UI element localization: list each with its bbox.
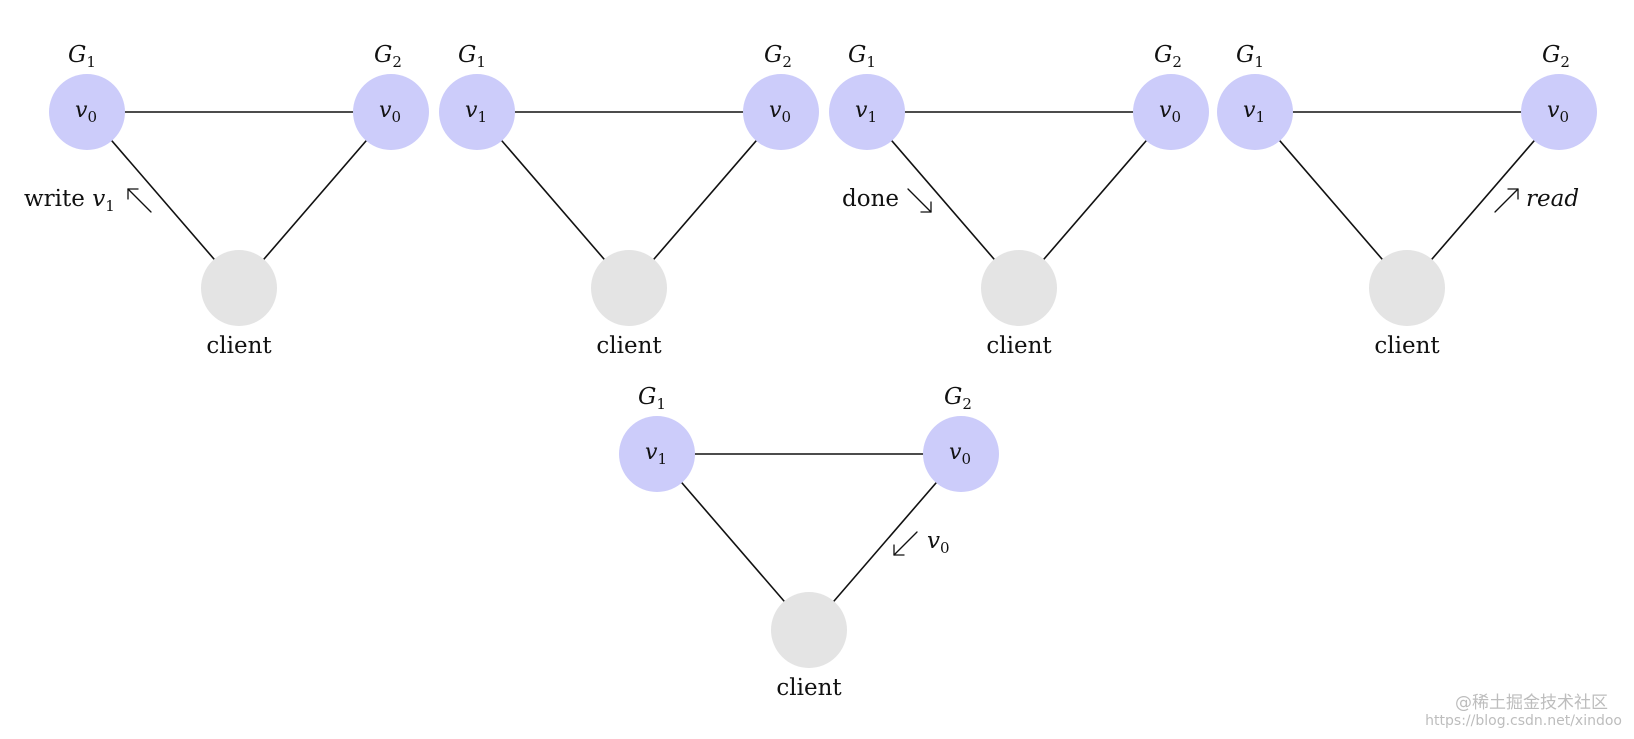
- client-label: client: [596, 333, 662, 359]
- client-node: [771, 592, 847, 668]
- server-node-g2: [743, 74, 819, 150]
- g2-value: v0: [379, 98, 401, 126]
- g2-value: v0: [1547, 98, 1569, 126]
- server-node-g1: [49, 74, 125, 150]
- server-node-g1: [1217, 74, 1293, 150]
- server-node-g2: [353, 74, 429, 150]
- arrow-up-right-icon: [1494, 188, 1519, 213]
- arrow-up-left-icon: [127, 188, 152, 213]
- g1-label: G1: [638, 384, 666, 413]
- annotation-label: write v1: [24, 186, 115, 215]
- panel-5: G1 G2 v1 v0 client v0: [619, 384, 999, 701]
- client-node: [1369, 250, 1445, 326]
- server-node-g1: [439, 74, 515, 150]
- edge-g1-client: [656, 453, 810, 631]
- g2-value: v0: [769, 98, 791, 126]
- client-label: client: [1374, 333, 1440, 359]
- g1-value: v1: [645, 440, 667, 468]
- g1-label: G1: [458, 42, 486, 71]
- panel-1: G1 G2 v0 v0 client write v1: [24, 42, 429, 359]
- edge-g2-client: [238, 111, 392, 289]
- server-node-g2: [923, 416, 999, 492]
- g2-label: G2: [1542, 42, 1570, 71]
- g2-value: v0: [1159, 98, 1181, 126]
- g2-label: G2: [764, 42, 792, 71]
- client-node: [591, 250, 667, 326]
- client-node: [201, 250, 277, 326]
- client-label: client: [986, 333, 1052, 359]
- server-node-g1: [619, 416, 695, 492]
- edge-g1-client: [1254, 111, 1408, 289]
- client-label: client: [776, 675, 842, 701]
- panel-2: G1 G2 v1 v0 client: [439, 42, 819, 359]
- g1-label: G1: [68, 42, 96, 71]
- g1-label: G1: [1236, 42, 1264, 71]
- annotation-label: v0: [927, 528, 950, 557]
- panel-4: G1 G2 v1 v0 client read: [1217, 42, 1597, 359]
- edge-g1-client: [86, 111, 240, 289]
- edge-g2-client: [628, 111, 782, 289]
- g1-value: v1: [855, 98, 877, 126]
- watermark-line-2: https://blog.csdn.net/xindoo: [1425, 713, 1622, 729]
- server-node-g1: [829, 74, 905, 150]
- arrow-down-right-icon: [907, 188, 932, 213]
- arrow-down-left-icon: [893, 531, 918, 556]
- edge-g2-client: [808, 453, 962, 631]
- g1-value: v0: [75, 98, 97, 126]
- g1-value: v1: [465, 98, 487, 126]
- client-label: client: [206, 333, 272, 359]
- g1-value: v1: [1243, 98, 1265, 126]
- g2-value: v0: [949, 440, 971, 468]
- edge-g1-client: [866, 111, 1020, 289]
- edge-g1-client: [476, 111, 630, 289]
- server-node-g2: [1521, 74, 1597, 150]
- client-node: [981, 250, 1057, 326]
- g2-label: G2: [374, 42, 402, 71]
- edge-g2-client: [1018, 111, 1172, 289]
- watermark-line-1: @稀土掘金技术社区: [1455, 693, 1608, 713]
- edge-g2-client: [1406, 111, 1560, 289]
- g2-label: G2: [944, 384, 972, 413]
- annotation-label: read: [1526, 186, 1579, 212]
- server-node-g2: [1133, 74, 1209, 150]
- g2-label: G2: [1154, 42, 1182, 71]
- g1-label: G1: [848, 42, 876, 71]
- annotation-label: done: [842, 186, 899, 212]
- panel-3: G1 G2 v1 v0 client done: [829, 42, 1209, 359]
